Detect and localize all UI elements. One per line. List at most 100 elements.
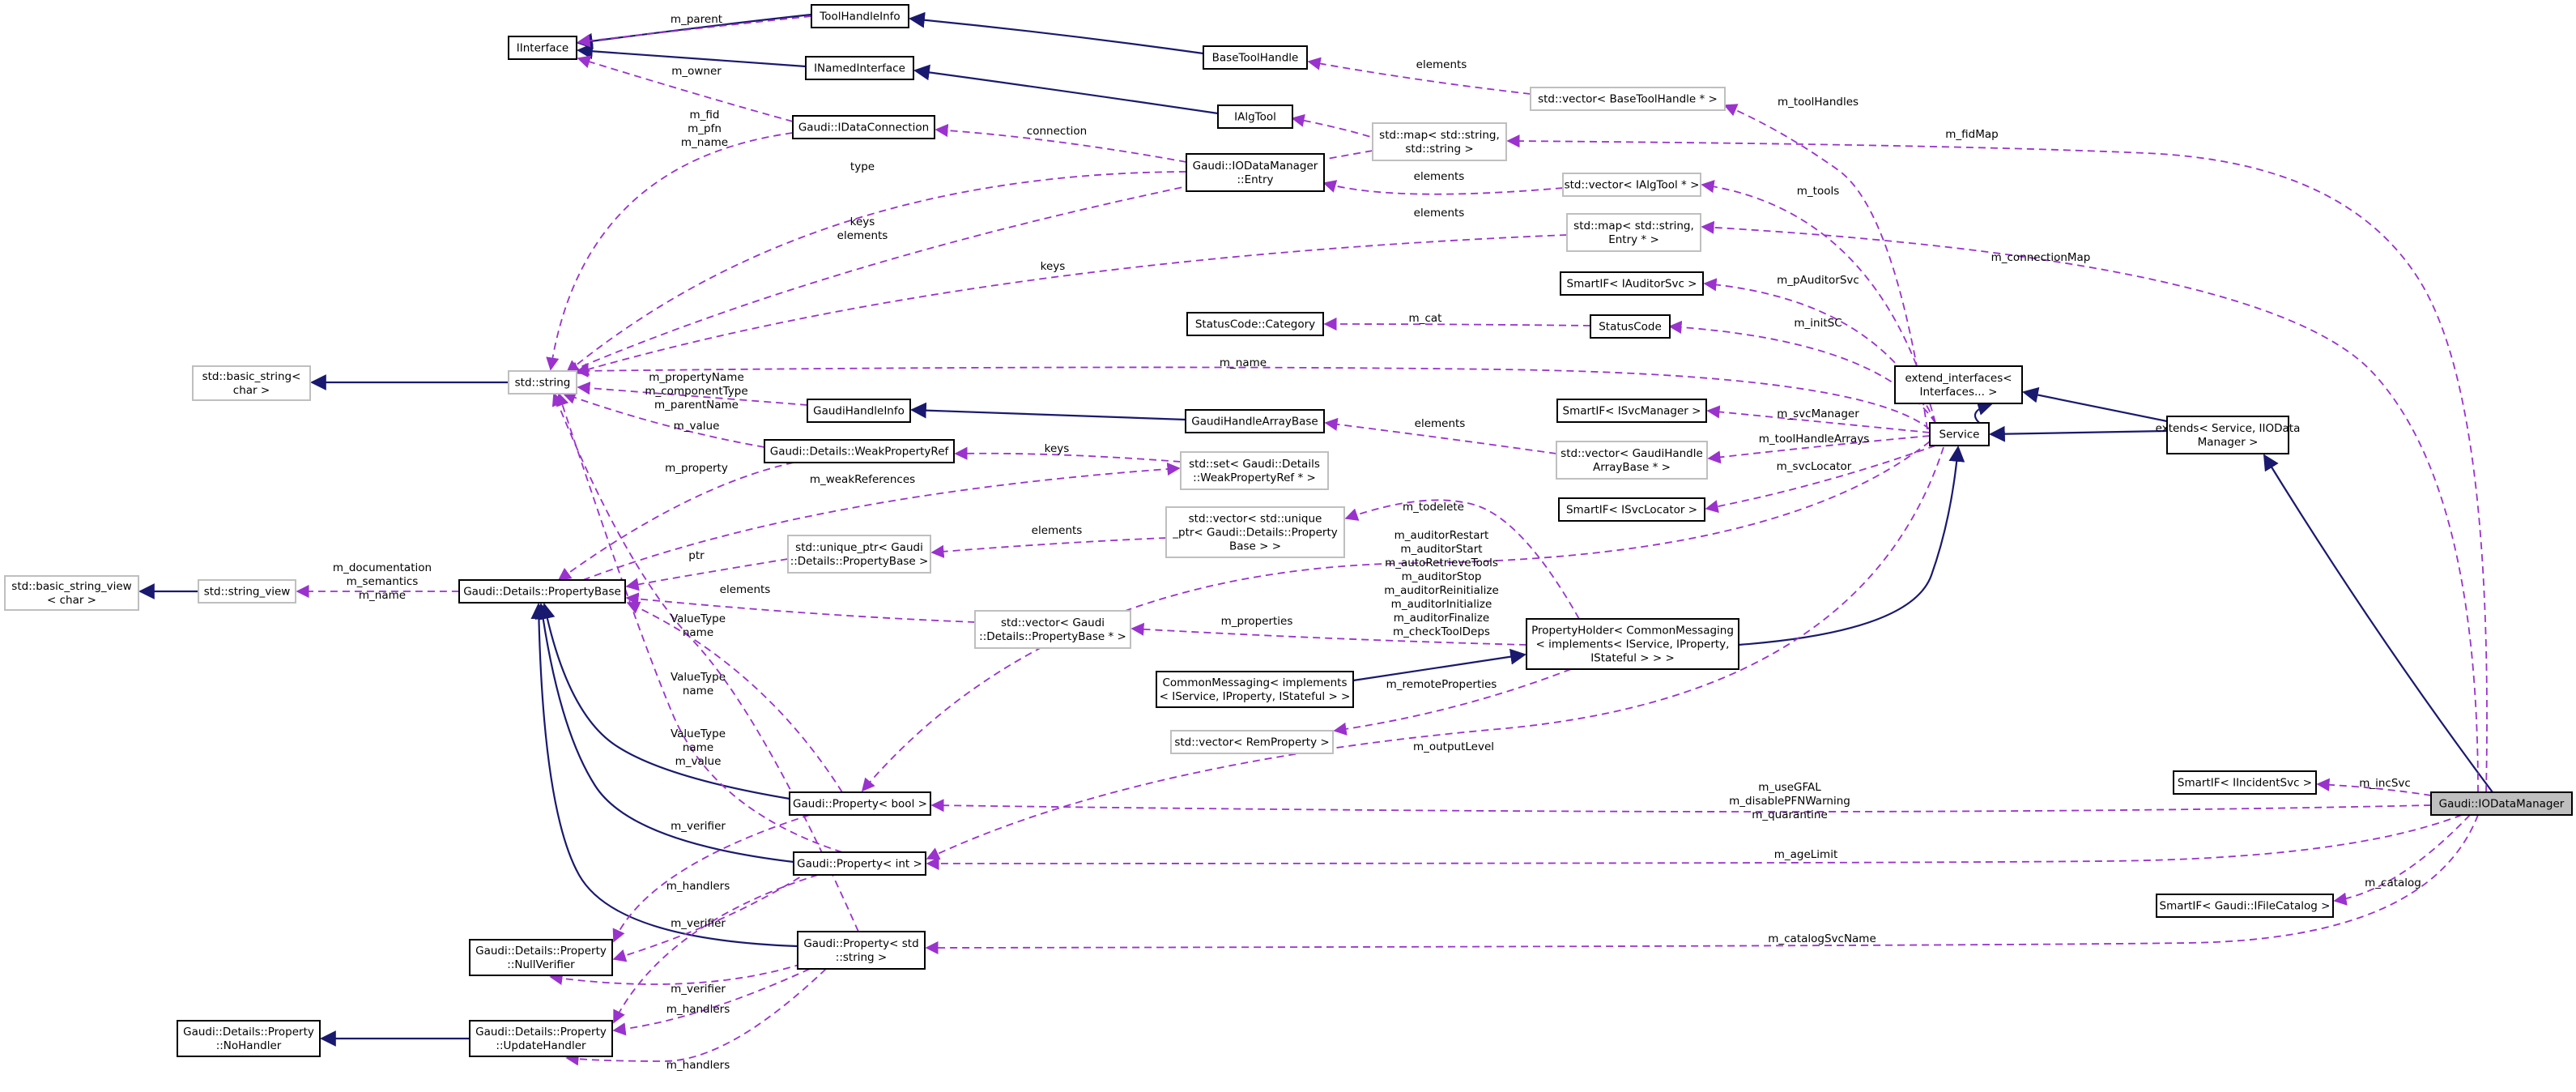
- edge-label: elements: [1032, 524, 1083, 537]
- class-node-label: Service: [1939, 429, 1980, 441]
- edge-label: m_verifier: [671, 983, 726, 996]
- class-node-property-int[interactable]: Gaudi::Property< int >: [793, 851, 926, 876]
- class-node-box: [764, 439, 955, 463]
- edge-label: m_verifier: [671, 917, 726, 930]
- class-node-label: PropertyHolder< CommonMessaging< impleme…: [1531, 625, 1734, 665]
- usage-edge: [612, 870, 811, 962]
- class-node-gaudihandleinfo[interactable]: GaudiHandleInfo: [807, 399, 911, 423]
- class-node-label: INamedInterface: [814, 62, 905, 75]
- class-node-box: [177, 1020, 321, 1057]
- class-node-string-view[interactable]: std::string_view: [198, 579, 296, 604]
- usage-edge: [575, 234, 1568, 376]
- class-node-label: SmartIF< IAuditorSvc >: [1567, 278, 1697, 291]
- class-node-vec-basetoolhandle[interactable]: std::vector< BaseToolHandle * >: [1530, 87, 1726, 111]
- usage-edge: [930, 537, 1167, 558]
- class-node-box: [4, 575, 139, 611]
- class-node-vec-unique-ptr[interactable]: std::vector< std::unique_ptr< Gaudi::Det…: [1165, 506, 1345, 558]
- class-node-box: [469, 1020, 613, 1057]
- class-node-service[interactable]: Service: [1929, 422, 1990, 446]
- usage-edge: [2316, 778, 2432, 796]
- class-node-inamedinterface[interactable]: INamedInterface: [805, 56, 914, 80]
- inheritance-edge: [1989, 425, 2168, 442]
- class-node-statuscode[interactable]: StatusCode: [1590, 314, 1671, 339]
- class-node-propertybase[interactable]: Gaudi::Details::PropertyBase: [458, 579, 626, 604]
- edge-label: m_remoteProperties: [1386, 678, 1497, 691]
- class-node-box: [1590, 314, 1671, 339]
- class-node-box: [2156, 894, 2334, 918]
- class-node-label: Gaudi::Property< bool >: [793, 798, 927, 811]
- usage-edge: [557, 462, 794, 581]
- edge-label: m_weakReferences: [810, 473, 915, 486]
- class-node-weakpropertyref[interactable]: Gaudi::Details::WeakPropertyRef: [764, 439, 955, 463]
- class-node-propertyholder[interactable]: PropertyHolder< CommonMessaging< impleme…: [1526, 618, 1739, 670]
- class-node-property-string[interactable]: Gaudi::Property< std::string >: [797, 931, 926, 970]
- class-node-idataconnection[interactable]: Gaudi::IDataConnection: [792, 115, 935, 139]
- class-node-box: [1556, 441, 1708, 480]
- class-node-vec-ialgtool[interactable]: std::vector< IAlgTool * >: [1562, 173, 1701, 197]
- usage-edge: [582, 462, 1181, 581]
- class-node-updatehandler[interactable]: Gaudi::Details::Property::UpdateHandler: [469, 1020, 613, 1057]
- class-node-box: [2173, 770, 2317, 795]
- class-node-nohandler[interactable]: Gaudi::Details::Property::NoHandler: [177, 1020, 321, 1057]
- class-node-smartif-svclocator[interactable]: SmartIF< ISvcLocator >: [1558, 497, 1705, 522]
- usage-edge: [930, 799, 2432, 813]
- class-node-std-string[interactable]: std::string: [508, 370, 577, 395]
- class-node-box: [1566, 213, 1701, 252]
- class-node-nullverifier[interactable]: Gaudi::Details::Property::NullVerifier: [469, 939, 613, 976]
- usage-edge: [1344, 499, 1580, 620]
- class-node-box: [1165, 506, 1345, 558]
- class-node-smartif-auditor[interactable]: SmartIF< IAuditorSvc >: [1560, 271, 1704, 296]
- class-node-iodatamanager[interactable]: Gaudi::IODataManager: [2430, 791, 2573, 816]
- class-node-label: std::string: [515, 377, 571, 390]
- usage-edge: [926, 446, 1944, 860]
- class-node-entry[interactable]: Gaudi::IODataManager::Entry: [1186, 153, 1325, 192]
- class-node-property-bool[interactable]: Gaudi::Property< bool >: [789, 791, 931, 816]
- class-node-box: [1156, 671, 1354, 708]
- usage-edge: [556, 392, 843, 853]
- class-node-statuscode-category[interactable]: StatusCode::Category: [1186, 312, 1324, 336]
- class-node-ialgtool[interactable]: IAlgTool: [1217, 105, 1293, 129]
- class-node-vec-remproperty[interactable]: std::vector< RemProperty >: [1170, 730, 1334, 754]
- edge-label: m_owner: [671, 65, 722, 78]
- class-node-box: [458, 579, 626, 604]
- edge-label: keys: [1045, 442, 1070, 455]
- class-node-basic-string[interactable]: std::basic_string<char >: [192, 365, 311, 401]
- inheritance-edge: [2263, 454, 2493, 793]
- class-node-label: Gaudi::Details::WeakPropertyRef: [770, 446, 950, 459]
- class-node-label: Gaudi::Details::Property::UpdateHandler: [475, 1026, 607, 1052]
- class-node-toolhandleinfo[interactable]: ToolHandleInfo: [811, 4, 909, 28]
- class-node-gaudihandlearraybase[interactable]: GaudiHandleArrayBase: [1185, 409, 1325, 433]
- class-node-label: GaudiHandleArrayBase: [1191, 416, 1318, 429]
- class-node-label: CommonMessaging< implements< IService, I…: [1160, 676, 1351, 703]
- class-node-vec-propertybase[interactable]: std::vector< Gaudi::Details::PropertyBas…: [974, 610, 1131, 649]
- class-node-basetoolhandle[interactable]: BaseToolHandle: [1203, 45, 1308, 70]
- usage-edge: [1323, 317, 1591, 331]
- class-node-unique-ptr[interactable]: std::unique_ptr< Gaudi::Details::Propert…: [787, 535, 931, 574]
- class-node-commonmessaging[interactable]: CommonMessaging< implements< IService, I…: [1156, 671, 1354, 708]
- class-node-box: [1894, 365, 2023, 404]
- class-node-smartif-incident[interactable]: SmartIF< IIncidentSvc >: [2173, 770, 2317, 795]
- usage-edge: [562, 391, 765, 448]
- usage-edge: [926, 814, 2463, 871]
- class-node-smartif-filecatalog[interactable]: SmartIF< Gaudi::IFileCatalog >: [2156, 894, 2334, 918]
- edge-label: m_fidMap: [1945, 128, 1998, 141]
- class-node-iinterface[interactable]: IInterface: [508, 36, 577, 60]
- edge-label: m_cat: [1409, 312, 1442, 325]
- class-node-set-weakref[interactable]: std::set< Gaudi::Details::WeakPropertyRe…: [1180, 451, 1329, 490]
- class-node-label: Gaudi::Property< std::string >: [803, 937, 918, 964]
- class-node-label: StatusCode: [1599, 321, 1662, 334]
- usage-edge: [612, 814, 811, 943]
- class-node-map-string[interactable]: std::map< std::string,std::string >: [1372, 122, 1507, 161]
- class-node-box: [1186, 312, 1324, 336]
- class-node-basic-string-view[interactable]: std::basic_string_view< char >: [4, 575, 139, 611]
- usage-edge: [1707, 435, 1931, 464]
- class-node-smartif-svcmanager[interactable]: SmartIF< ISvcManager >: [1556, 399, 1707, 423]
- class-node-extend-interfaces[interactable]: extend_interfaces<Interfaces... >: [1894, 365, 2023, 404]
- class-node-map-entry[interactable]: std::map< std::string,Entry * >: [1566, 213, 1701, 252]
